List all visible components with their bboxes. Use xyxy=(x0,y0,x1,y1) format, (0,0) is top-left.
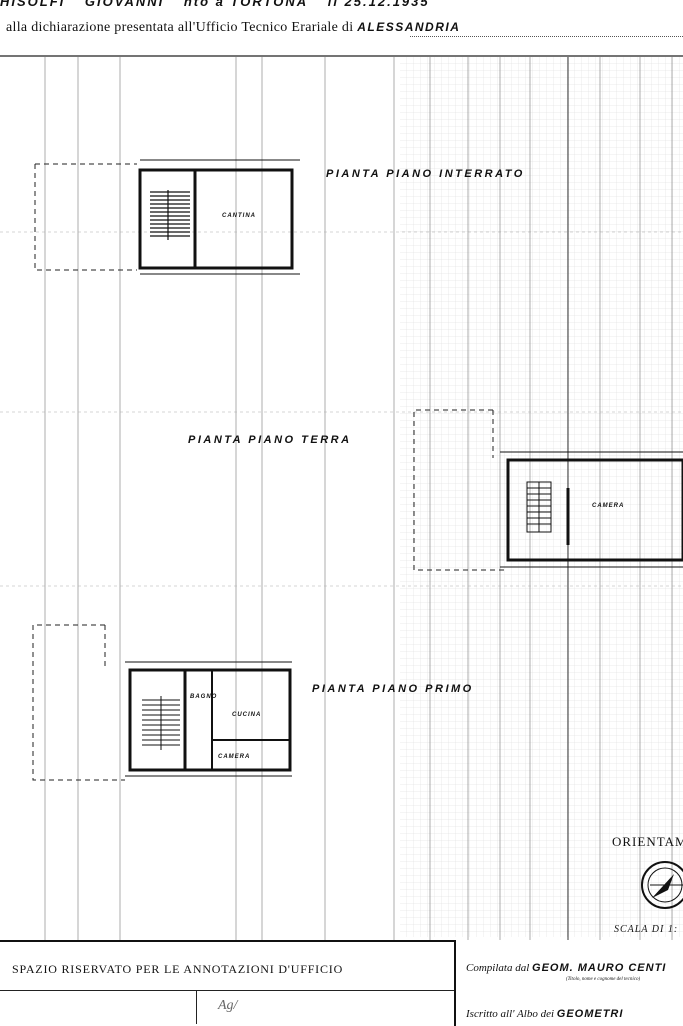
compiled-caption: (Titolo, nome e cognome del tecnico) xyxy=(566,977,641,982)
grid-background xyxy=(400,57,683,937)
compiled-by-line: Compilata dal GEOM. MAURO CENTI xyxy=(466,962,666,974)
dotted-fill-line xyxy=(410,36,683,37)
room-label-camera-first: CAMERA xyxy=(218,754,251,760)
owner-birthdate: il 25.12.1935 xyxy=(327,0,430,9)
office-signature: Ag/ xyxy=(218,998,238,1013)
room-label-cantina: CANTINA xyxy=(222,213,256,219)
compiled-by-name: GEOM. MAURO CENTI xyxy=(532,962,667,974)
registered-prefix: Iscritto all' Albo dei xyxy=(466,1008,555,1020)
office-annotations-box xyxy=(0,940,456,1026)
declaration-prefix: alla dichiarazione presentata all'Uffici… xyxy=(6,20,354,35)
plan-basement xyxy=(34,159,300,275)
owner-name: GIOVANNI xyxy=(84,0,165,9)
owner-birthplace: nto a TORTONA xyxy=(183,0,309,9)
plan-ground-floor xyxy=(413,409,683,571)
room-label-bagno: BAGNO xyxy=(190,694,218,700)
office-annotations-title: SPAZIO RISERVATO PER LE ANNOTAZIONI D'UF… xyxy=(12,962,344,976)
office-box-vertical-separator xyxy=(196,990,197,1024)
floor-plan-drawing xyxy=(0,55,683,940)
owner-surname: HISOLFI xyxy=(0,0,66,9)
plan-title-ground: PIANTA PIANO TERRA xyxy=(188,434,352,446)
compiled-prefix: Compilata dal xyxy=(466,962,530,974)
scale-label: SCALA DI 1: xyxy=(614,924,679,935)
room-label-cucina: CUCINA xyxy=(232,712,262,718)
plan-first-floor xyxy=(32,624,292,781)
compass-icon xyxy=(641,861,683,909)
registered-value: GEOMETRI xyxy=(556,1008,624,1020)
plan-title-first: PIANTA PIANO PRIMO xyxy=(312,683,474,695)
owner-line: HISOLFI GIOVANNI nto a TORTONA il 25.12.… xyxy=(0,0,683,10)
registered-line: Iscritto all' Albo dei GEOMETRI xyxy=(466,1008,623,1020)
room-label-camera-ground: CAMERA xyxy=(592,503,625,509)
declaration-city: ALESSANDRIA xyxy=(357,20,461,34)
declaration-line: alla dichiarazione presentata all'Uffici… xyxy=(6,20,460,36)
office-box-separator xyxy=(0,990,454,991)
orientation-label: ORIENTAM xyxy=(612,834,683,849)
plan-title-basement: PIANTA PIANO INTERRATO xyxy=(326,168,525,180)
